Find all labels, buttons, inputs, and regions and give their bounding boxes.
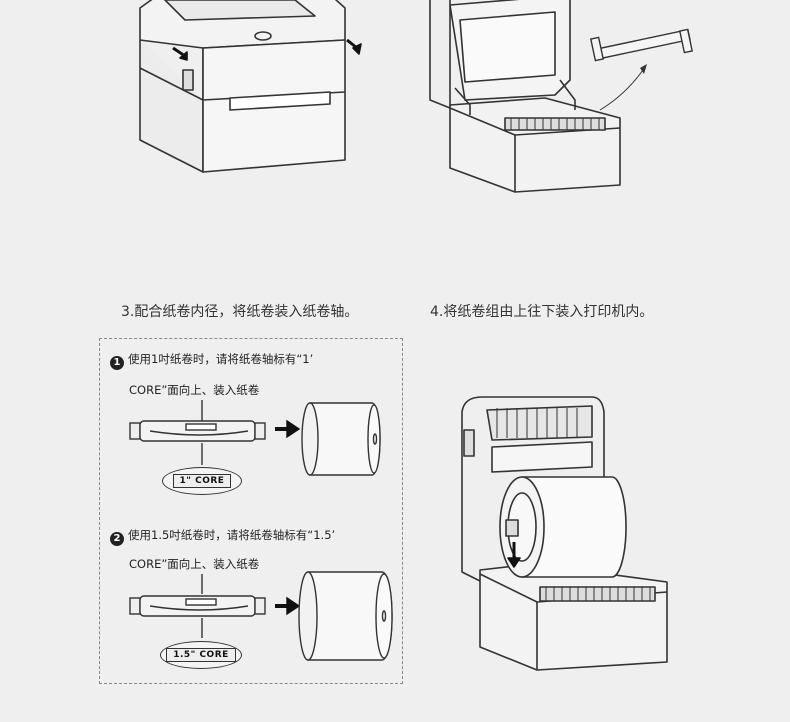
option2-line2: CORE”面向上、装入纸卷	[129, 557, 260, 571]
option1-text: 使用1吋纸卷时，请将纸卷轴标有“1’	[128, 352, 314, 366]
option1-number-badge: 1	[110, 356, 124, 370]
load-roll-illustration	[461, 396, 668, 671]
open-printer-illustration	[429, 0, 694, 193]
option1-spindle-diagram	[129, 400, 381, 476]
core-instruction-box	[99, 338, 403, 684]
closed-printer-illustration	[139, 0, 362, 173]
option2-number-badge: 2	[110, 532, 124, 546]
option1-core-tag: 1" CORE	[162, 467, 242, 495]
option1-line1: 1 使用1吋纸卷时，请将纸卷轴标有“1’	[110, 351, 313, 370]
step3-caption: 3.配合纸卷内径，将纸卷装入纸卷轴。	[121, 304, 359, 320]
option2-core-tag: 1.5" CORE	[160, 641, 242, 669]
option1-line2: CORE”面向上、装入纸卷	[129, 383, 260, 397]
option2-tag-text: 1.5" CORE	[166, 648, 236, 662]
option2-spindle-diagram	[129, 571, 393, 661]
option1-tag-text: 1" CORE	[172, 474, 232, 488]
option2-line1: 2 使用1.5吋纸卷时，请将纸卷轴标有“1.5’	[110, 527, 335, 546]
step4-caption: 4.将纸卷组由上往下装入打印机内。	[430, 304, 654, 320]
option2-text: 使用1.5吋纸卷时，请将纸卷轴标有“1.5’	[128, 528, 336, 542]
